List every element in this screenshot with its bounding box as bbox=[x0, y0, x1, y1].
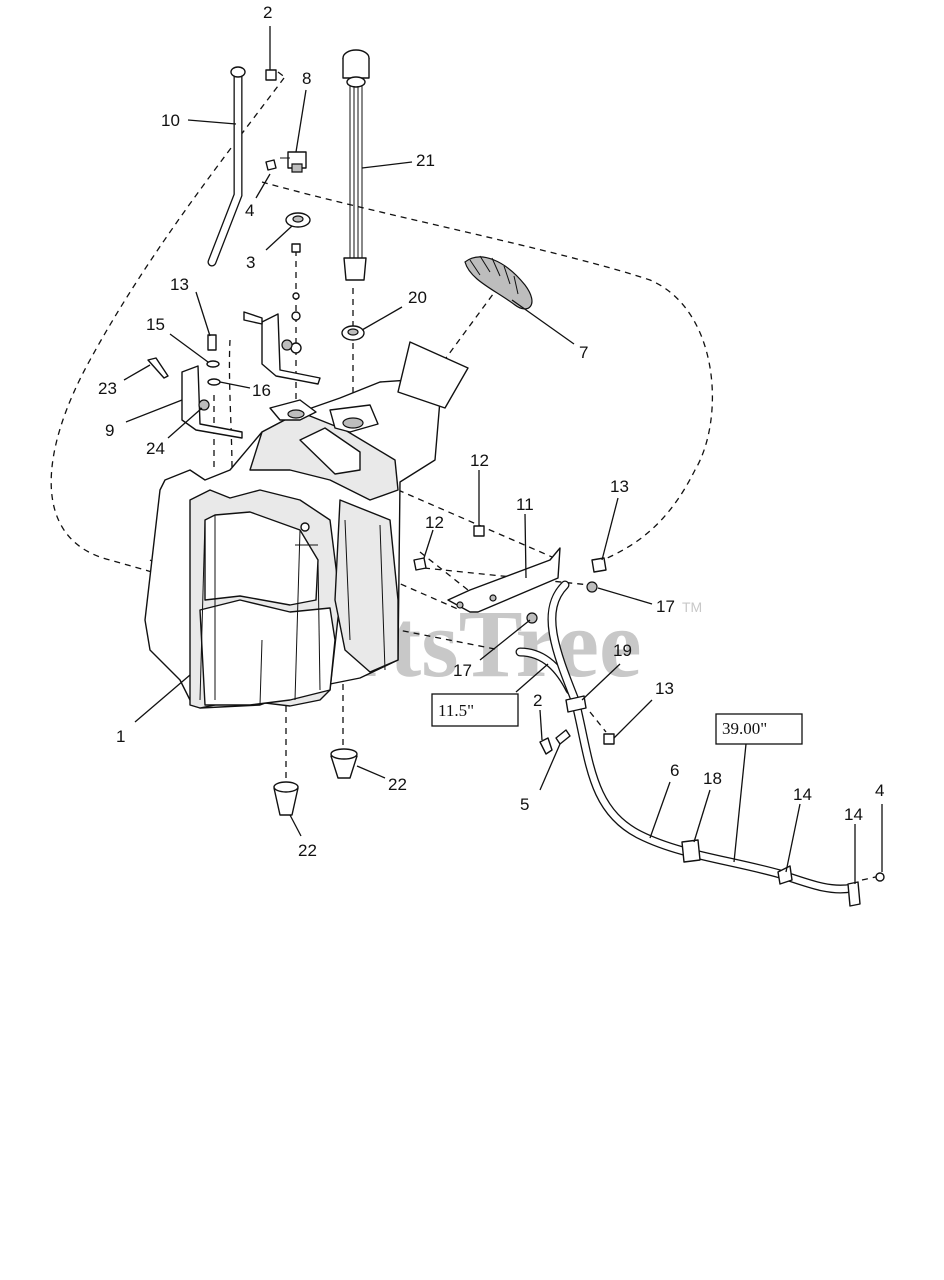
callout-22: 22 bbox=[298, 841, 317, 860]
callout-2: 2 bbox=[533, 691, 542, 710]
callout-3: 3 bbox=[246, 253, 255, 272]
callout-19: 19 bbox=[613, 641, 632, 660]
fuel-vent-tube bbox=[207, 66, 246, 267]
fuel-tank bbox=[144, 341, 469, 709]
fuel-sender bbox=[342, 49, 370, 281]
bolt-12a bbox=[473, 525, 485, 537]
callout-2: 2 bbox=[263, 3, 272, 22]
callout-13: 13 bbox=[655, 679, 674, 698]
hardware-stack bbox=[290, 292, 302, 354]
callout-23: 23 bbox=[98, 379, 117, 398]
callout-12: 12 bbox=[425, 513, 444, 532]
callout-10: 10 bbox=[161, 111, 180, 130]
callout-1: 1 bbox=[116, 727, 125, 746]
callout-14: 14 bbox=[844, 805, 863, 824]
bolt-13b bbox=[591, 557, 607, 573]
callout-6: 6 bbox=[670, 761, 679, 780]
callout-18: 18 bbox=[703, 769, 722, 788]
upper-bracket bbox=[243, 311, 321, 385]
callout-4: 4 bbox=[875, 781, 884, 800]
callout-4: 4 bbox=[245, 201, 254, 220]
callout-17: 17 bbox=[453, 661, 472, 680]
callout-5: 5 bbox=[520, 795, 529, 814]
callout-9: 9 bbox=[105, 421, 114, 440]
callout-22: 22 bbox=[388, 775, 407, 794]
callout-21: 21 bbox=[416, 151, 435, 170]
callout-15: 15 bbox=[146, 315, 165, 334]
cable-tie bbox=[777, 865, 861, 907]
fuel-filter bbox=[681, 839, 701, 863]
callout-8: 8 bbox=[302, 69, 311, 88]
callout-13: 13 bbox=[610, 477, 629, 496]
leader-lines bbox=[123, 26, 883, 884]
dimension-label: 11.5" bbox=[438, 701, 474, 720]
callout-16: 16 bbox=[252, 381, 271, 400]
watermark-trademark: TM bbox=[682, 599, 702, 615]
hose-clamp-end bbox=[875, 872, 885, 882]
callout-20: 20 bbox=[408, 288, 427, 307]
fuel-valve bbox=[280, 151, 307, 173]
assembly-loop-dashed-right bbox=[261, 181, 714, 563]
screw bbox=[147, 357, 169, 379]
dimension-39: 39.00" bbox=[715, 713, 803, 745]
rubber-foot bbox=[273, 748, 358, 816]
callout-11: 11 bbox=[516, 495, 534, 514]
bolt-13c bbox=[603, 733, 615, 745]
bolt-12b bbox=[413, 557, 427, 571]
dimension-11-5: 11.5" bbox=[431, 693, 519, 727]
tank-bracket bbox=[181, 365, 243, 439]
grommet bbox=[285, 212, 311, 253]
callout-7: 7 bbox=[579, 343, 588, 362]
lock-washer bbox=[207, 378, 221, 386]
callout-12: 12 bbox=[470, 451, 489, 470]
bolt bbox=[207, 334, 217, 351]
callout-24: 24 bbox=[146, 439, 165, 458]
callout-14: 14 bbox=[793, 785, 812, 804]
callout-17: 17 bbox=[656, 597, 675, 616]
fuel-cap bbox=[464, 255, 533, 310]
fuel-fitting bbox=[265, 69, 277, 81]
hose-clip bbox=[565, 695, 587, 713]
hose-clamp bbox=[265, 159, 277, 171]
callout-labels: 2 8 10 21 4 3 20 7 13 15 23 16 9 24 12 1… bbox=[98, 3, 884, 860]
washer bbox=[206, 360, 220, 368]
mount-bracket bbox=[447, 547, 561, 613]
sender-grommet bbox=[341, 325, 365, 341]
elbow-fitting bbox=[539, 729, 571, 755]
dimension-label: 39.00" bbox=[722, 719, 767, 738]
callout-13: 13 bbox=[170, 275, 189, 294]
